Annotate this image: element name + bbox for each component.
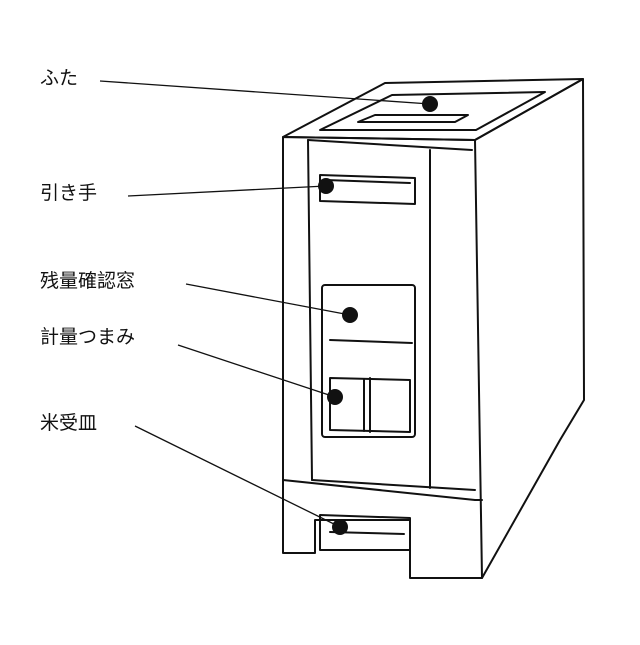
rice-tray bbox=[319, 514, 411, 551]
front-inner-frame bbox=[307, 139, 313, 481]
leader-line-tray bbox=[134, 425, 341, 528]
leader-line-handle bbox=[127, 185, 327, 197]
leader-line-window bbox=[185, 283, 351, 316]
callout-dot-handle bbox=[318, 178, 334, 194]
dispenser-side-face bbox=[474, 78, 585, 579]
lid-slot bbox=[357, 114, 469, 123]
label-rice-tray: 米受皿 bbox=[40, 412, 98, 434]
label-measure-knob: 計量つまみ bbox=[40, 326, 136, 348]
base-section bbox=[282, 479, 483, 501]
leader-line-lid bbox=[99, 80, 431, 105]
callout-dot-tray bbox=[332, 519, 348, 535]
leader-line-knob bbox=[177, 344, 336, 398]
label-lid: ふた bbox=[40, 67, 79, 89]
callout-dot-knob bbox=[327, 389, 343, 405]
label-handle: 引き手 bbox=[40, 182, 98, 204]
callout-dot-lid bbox=[422, 96, 438, 112]
callout-dot-window bbox=[342, 307, 358, 323]
remaining-window bbox=[321, 284, 416, 438]
measure-knob bbox=[329, 377, 411, 433]
label-remaining-window: 残量確認窓 bbox=[40, 270, 136, 292]
lid-recess bbox=[319, 91, 546, 131]
handle-recess bbox=[319, 174, 416, 205]
